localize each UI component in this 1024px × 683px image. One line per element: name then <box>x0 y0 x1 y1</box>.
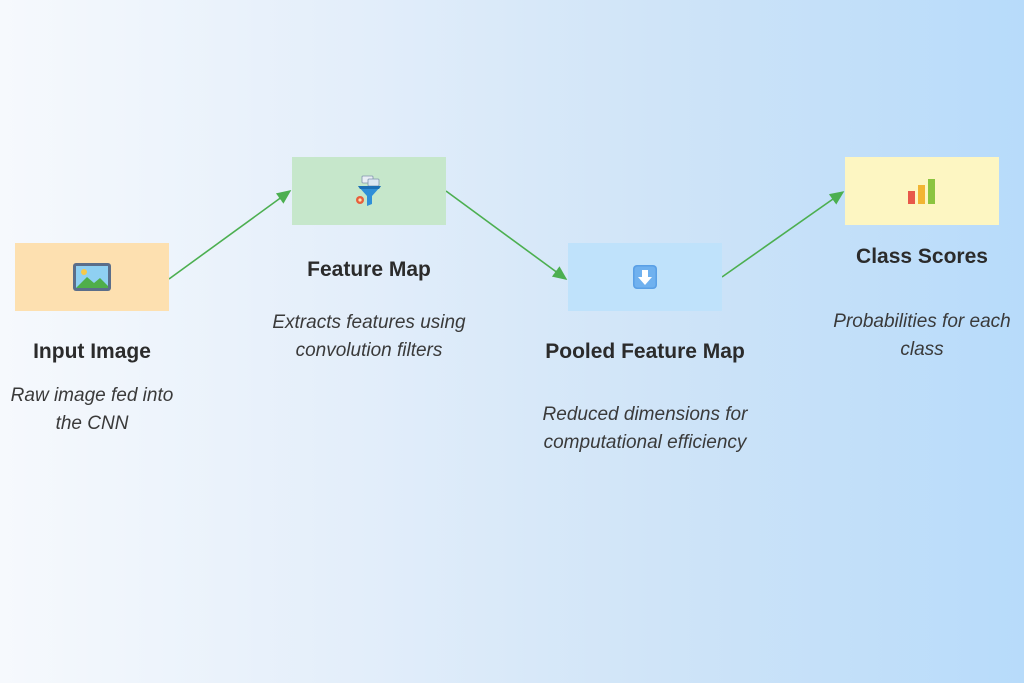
down-arrow-icon <box>633 265 657 289</box>
pooled-feature-map-box <box>568 243 722 311</box>
class-scores-description: Probabilities for each class <box>833 311 1011 360</box>
input-image-box <box>15 243 169 311</box>
pooled-feature-map-description: Reduced dimensions for computational eff… <box>542 404 748 453</box>
edge-feature-to-pooled <box>445 190 568 280</box>
feature-map-box <box>292 157 446 225</box>
class-scores-box <box>845 157 999 225</box>
input-image-title: Input Image <box>33 340 151 363</box>
feature-map-title: Feature Map <box>307 258 431 281</box>
input-image-description: Raw image fed into the CNN <box>10 385 174 434</box>
pooled-feature-map-title: Pooled Feature Map <box>545 340 745 363</box>
class-scores-title: Class Scores <box>856 245 988 268</box>
feature-map-description: Extracts features using convolution filt… <box>272 312 466 361</box>
image-icon <box>73 263 111 291</box>
filter-funnel-icon <box>356 175 381 206</box>
edge-pooled-to-class <box>721 191 845 278</box>
bar-chart-icon <box>908 179 935 204</box>
edge-input-to-feature <box>168 190 292 280</box>
